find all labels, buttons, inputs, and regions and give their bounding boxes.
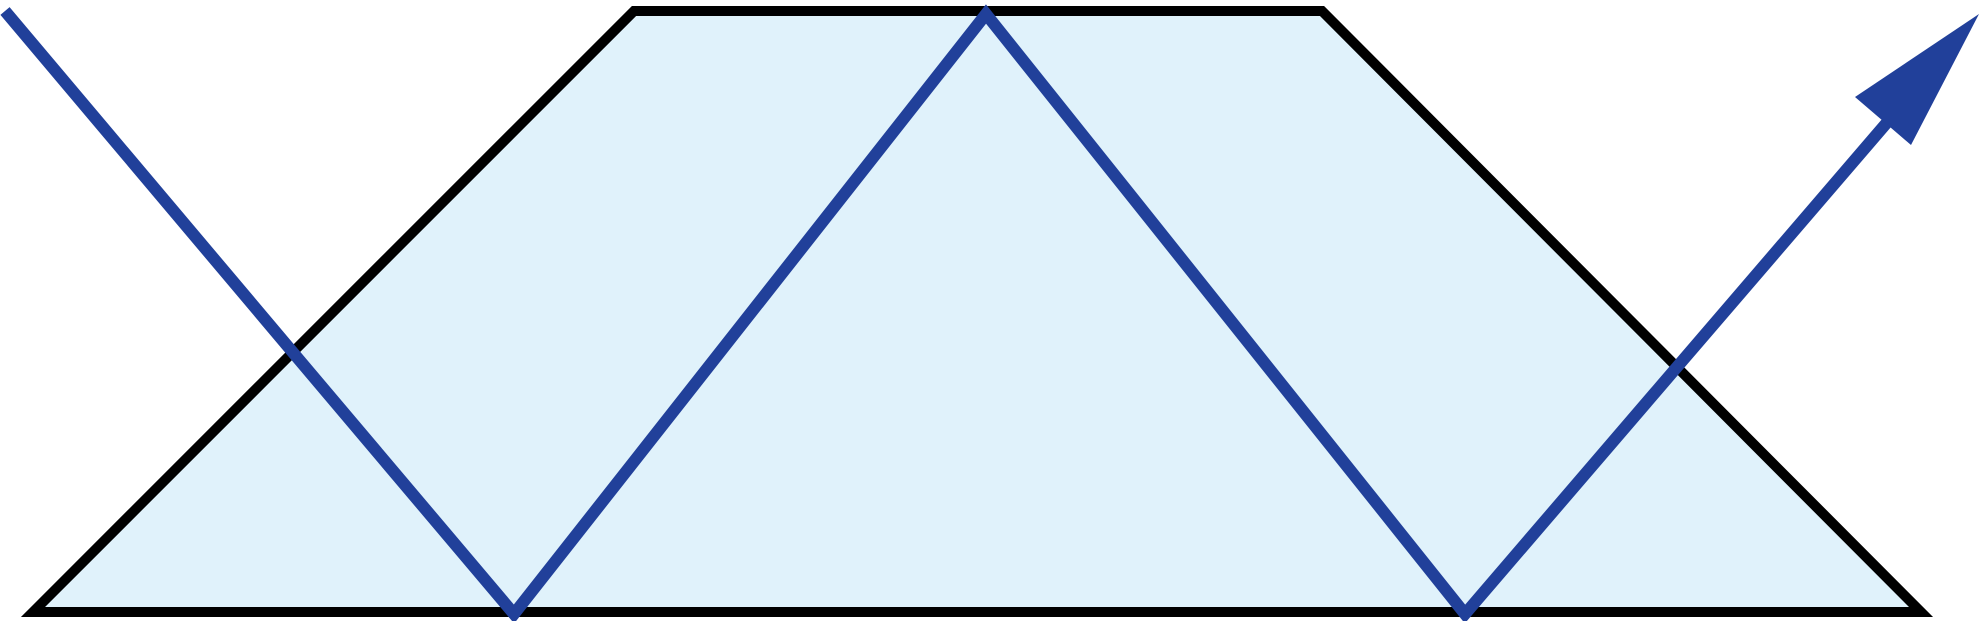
light-ray-path <box>0 4 1895 621</box>
ray-arrowhead <box>1855 14 1979 145</box>
prism-body <box>20 6 1934 617</box>
